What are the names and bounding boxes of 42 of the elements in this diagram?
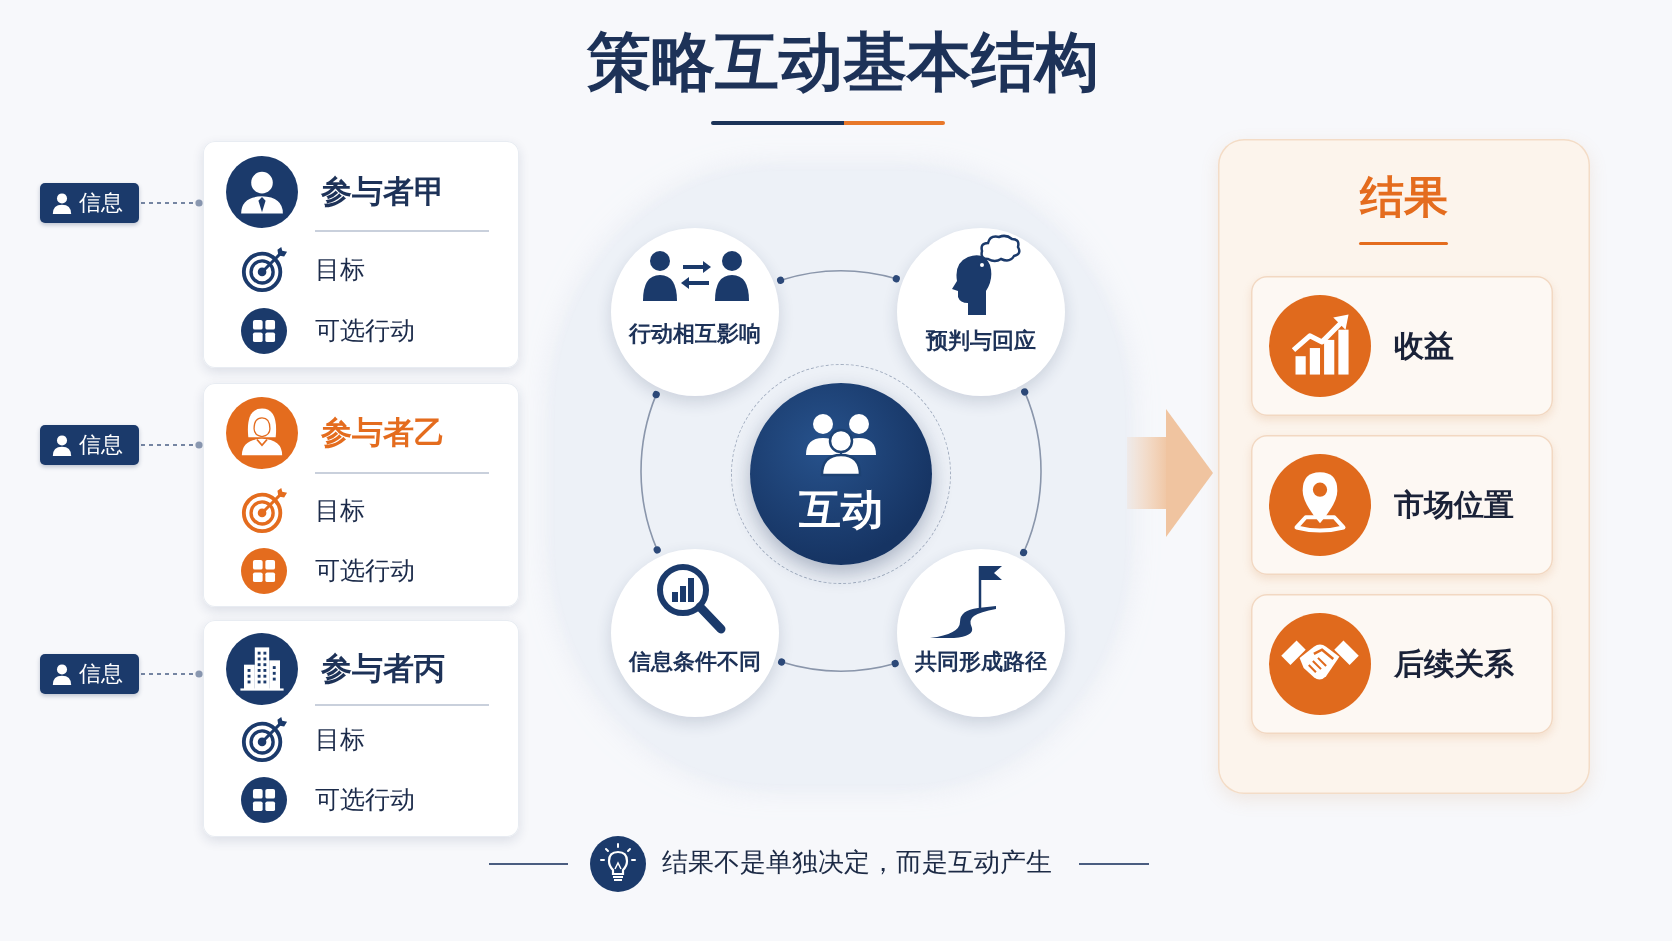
circle-label: 信息条件不同 <box>629 649 761 675</box>
result-card <box>1251 594 1553 734</box>
arc-line <box>640 391 661 554</box>
circle-label: 预判与回应 <box>926 328 1036 354</box>
center-label: 互动 <box>799 485 883 535</box>
item-label: 可选行动 <box>315 785 415 815</box>
dashed-line <box>140 441 203 449</box>
panel-heading: 结果 <box>1360 171 1448 223</box>
participant-card <box>203 141 519 368</box>
info-tag <box>40 654 139 694</box>
caption: 结果不是单独决定，而是互动产生 <box>662 848 1052 878</box>
circle-label: 行动相互影响 <box>629 321 761 347</box>
results-panel <box>1218 139 1590 794</box>
dashed-line <box>140 670 203 678</box>
tag-label: 信息 <box>79 432 123 458</box>
info-tag <box>40 183 139 223</box>
item-label: 目标 <box>315 496 365 526</box>
result-label: 后续关系 <box>1394 646 1514 682</box>
info-tag <box>40 425 139 465</box>
dashed-line <box>140 199 203 207</box>
item-label: 目标 <box>315 255 365 285</box>
participant-card <box>203 620 519 837</box>
arc-line <box>777 270 900 284</box>
title: 策略互动基本结构 <box>587 26 1099 100</box>
result-card <box>1251 276 1553 416</box>
result-card <box>1251 435 1553 575</box>
arc-line <box>778 658 899 672</box>
item-label: 可选行动 <box>315 556 415 586</box>
tag-label: 信息 <box>79 661 123 687</box>
result-label: 市场位置 <box>1394 487 1514 523</box>
arrow <box>1127 409 1213 537</box>
participant-card <box>203 383 519 607</box>
card-title: 参与者乙 <box>321 415 445 451</box>
arc-line <box>1020 388 1042 557</box>
tag-label: 信息 <box>79 190 123 216</box>
item-label: 目标 <box>315 725 365 755</box>
card-title: 参与者甲 <box>321 174 445 210</box>
circle-label: 共同形成路径 <box>915 649 1047 675</box>
item-label: 可选行动 <box>315 316 415 346</box>
result-label: 收益 <box>1394 328 1454 364</box>
center-circle <box>750 383 932 565</box>
card-title: 参与者丙 <box>321 651 445 687</box>
